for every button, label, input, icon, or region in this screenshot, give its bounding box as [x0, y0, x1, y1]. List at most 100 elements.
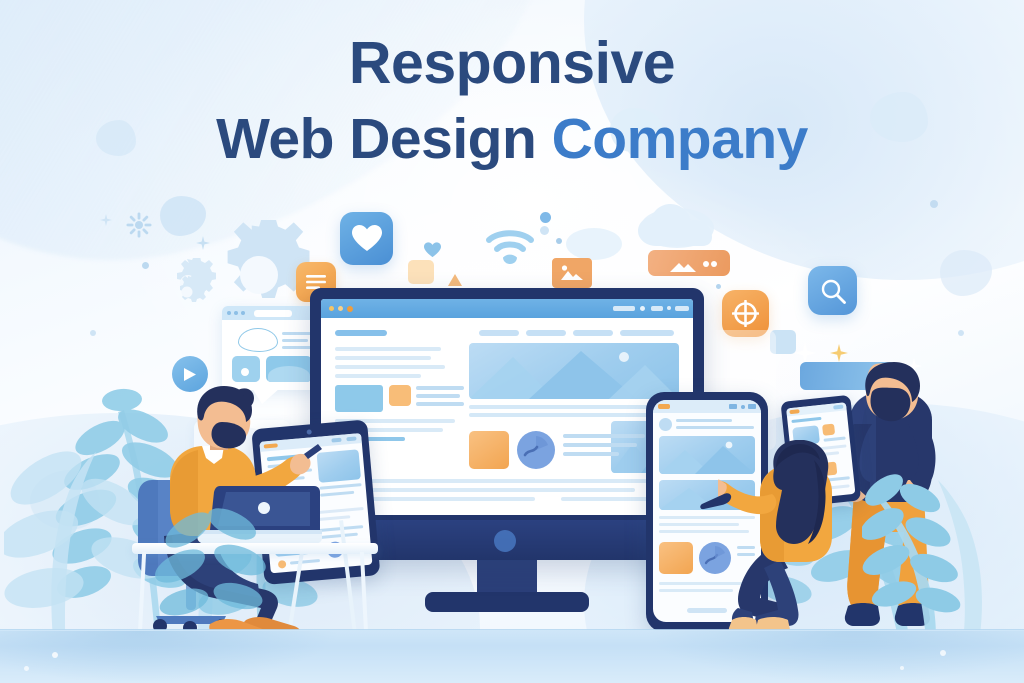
phone-image-card — [659, 436, 755, 474]
gear-small-icon — [180, 274, 206, 302]
text-line — [563, 434, 645, 438]
floor-sparkle — [24, 666, 29, 671]
phone-chart-circle — [699, 542, 731, 574]
sparkle-glyph-icon — [100, 214, 112, 226]
play-button-icon — [172, 356, 208, 392]
text-line — [335, 374, 421, 378]
window-dot — [241, 311, 245, 315]
text-line — [659, 530, 749, 533]
browser-top-bar — [321, 299, 693, 318]
phone-home-indicator[interactable] — [687, 608, 727, 613]
browser-nav-pill[interactable] — [651, 306, 663, 311]
phone-statusbar — [653, 400, 761, 413]
sparkle-glyph-icon — [196, 236, 210, 250]
site-nav-item[interactable] — [573, 330, 613, 336]
chart-glyph — [523, 436, 548, 457]
chart-glyph — [704, 546, 725, 565]
phone-status-dot — [741, 405, 745, 409]
site-nav-item[interactable] — [620, 330, 674, 336]
address-bar[interactable] — [254, 310, 292, 317]
text-line — [335, 356, 431, 360]
feature-circle-chart — [517, 431, 555, 469]
sparkle-dot — [90, 330, 96, 336]
browser-nav-dot[interactable] — [667, 306, 671, 310]
text-line — [335, 347, 441, 351]
plant-left-pale — [4, 451, 165, 608]
text-line — [416, 394, 460, 398]
site-nav-item[interactable] — [479, 330, 519, 336]
heart-icon — [340, 212, 393, 265]
sparkle-dot — [142, 262, 149, 269]
sparkle-dot — [716, 284, 721, 289]
text-line — [416, 402, 464, 406]
play-glyph — [184, 367, 196, 381]
text-line — [659, 582, 755, 585]
window-dot — [227, 311, 231, 315]
tablet-nav-pill[interactable] — [833, 404, 844, 410]
popup-card-titlebar — [222, 306, 322, 320]
sparkle-dot — [540, 212, 551, 223]
plant-foreground-right — [862, 474, 961, 638]
feature-orange-block — [469, 431, 509, 469]
text-line — [563, 443, 637, 447]
star-gold-icon — [830, 344, 848, 362]
decor-blob — [870, 92, 928, 142]
heart-small-icon — [424, 242, 441, 258]
gear-large-icon — [227, 220, 310, 298]
phone-orange-block — [659, 542, 693, 574]
tablet-logo — [789, 409, 800, 415]
browser-nav-pill[interactable] — [613, 306, 635, 311]
photo-banner-glyph — [670, 261, 717, 272]
text-line — [335, 419, 455, 423]
text-line — [659, 523, 739, 526]
text-line — [335, 437, 405, 441]
star-icon — [794, 342, 816, 364]
headline-line-2-accent: Company — [551, 107, 809, 172]
popup-text-line — [282, 339, 308, 342]
site-nav-item[interactable] — [526, 330, 566, 336]
flower-glyph-icon — [126, 212, 152, 238]
mountain-glyph — [659, 441, 755, 474]
kneeling-woman — [718, 440, 832, 637]
text-line — [335, 479, 665, 483]
decor-square — [408, 260, 434, 284]
browser-popup-card[interactable] — [222, 306, 322, 404]
star-icon — [906, 358, 922, 374]
browser-nav-pill[interactable] — [675, 306, 689, 311]
headline-line-2: Web Design Company — [0, 109, 1024, 170]
popup-image-block — [266, 356, 312, 382]
stylus — [700, 493, 732, 510]
text-line — [676, 426, 754, 429]
text-line — [659, 516, 755, 519]
plant-foreground-left — [155, 508, 266, 616]
monitor-screen[interactable] — [321, 299, 693, 515]
popup-card-body — [222, 306, 322, 390]
globe-glyph — [732, 300, 759, 327]
search-icon — [808, 266, 857, 315]
headline-line-1: Responsive — [348, 30, 676, 96]
monitor-stand-base — [425, 592, 589, 612]
text-line — [737, 553, 755, 556]
mountain-glyph — [469, 351, 679, 399]
text-line — [335, 497, 535, 501]
tablet-badge — [822, 423, 836, 436]
sparkle-dot — [556, 238, 562, 244]
floor-sparkle — [900, 666, 904, 670]
browser-nav-dot[interactable] — [640, 306, 645, 311]
wifi-icon — [486, 230, 534, 264]
window-dot-yellow — [329, 306, 334, 311]
content-card-image — [335, 385, 383, 412]
laptop[interactable] — [196, 482, 322, 548]
decor-square — [770, 330, 796, 354]
popup-cloud-shape — [238, 328, 278, 352]
popup-text-line — [282, 346, 312, 349]
monitor-power-dot — [494, 530, 516, 552]
cloud-icon — [638, 204, 712, 246]
decor-blob — [566, 228, 622, 260]
headline-line-2-dark: Web Design — [216, 107, 552, 172]
phone-avatar — [659, 418, 672, 431]
phone-status-pill — [748, 404, 756, 409]
popup-image-dot — [241, 368, 249, 376]
